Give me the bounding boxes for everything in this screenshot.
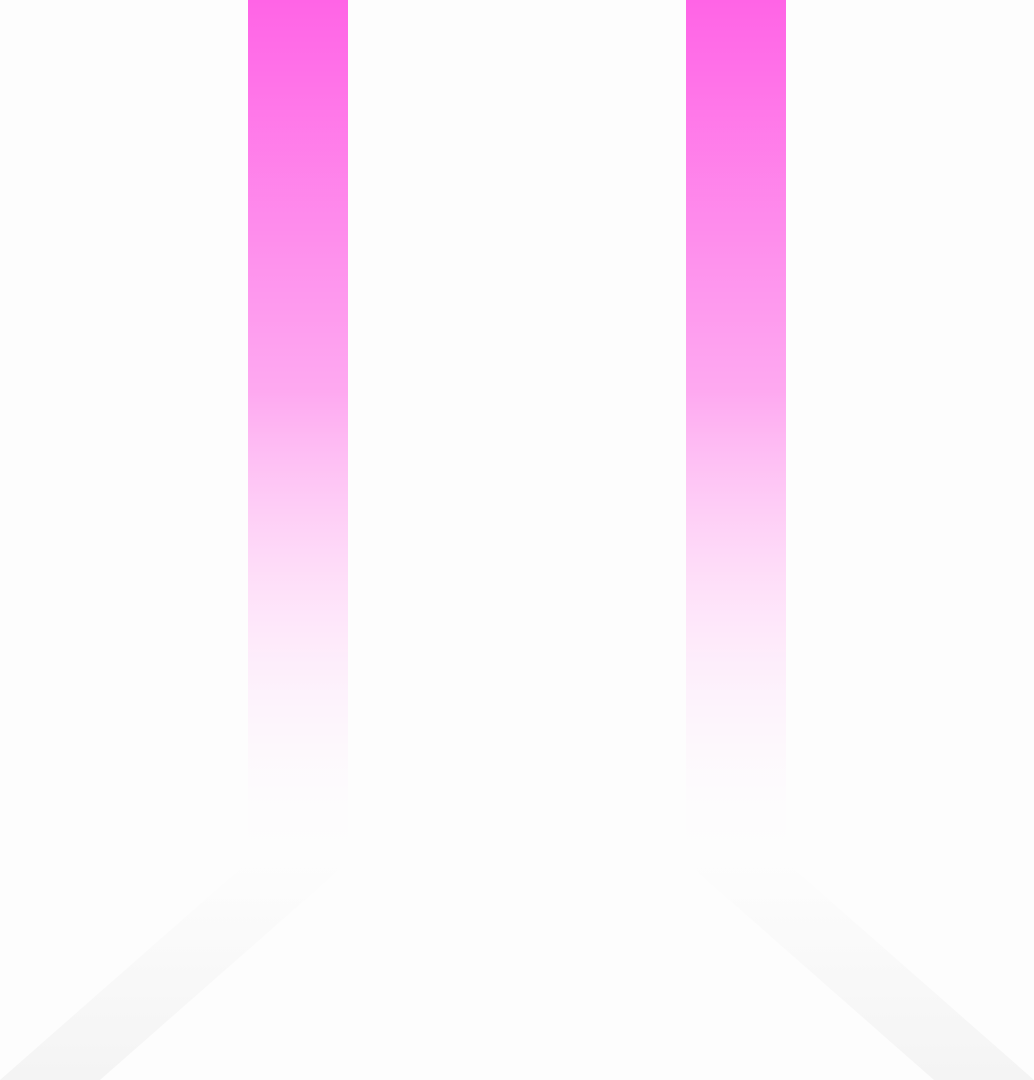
- right-floor-shadow: [686, 862, 1034, 1080]
- left-stripe: [248, 0, 348, 870]
- left-floor-shadow: [0, 862, 348, 1080]
- right-stripe: [686, 0, 786, 870]
